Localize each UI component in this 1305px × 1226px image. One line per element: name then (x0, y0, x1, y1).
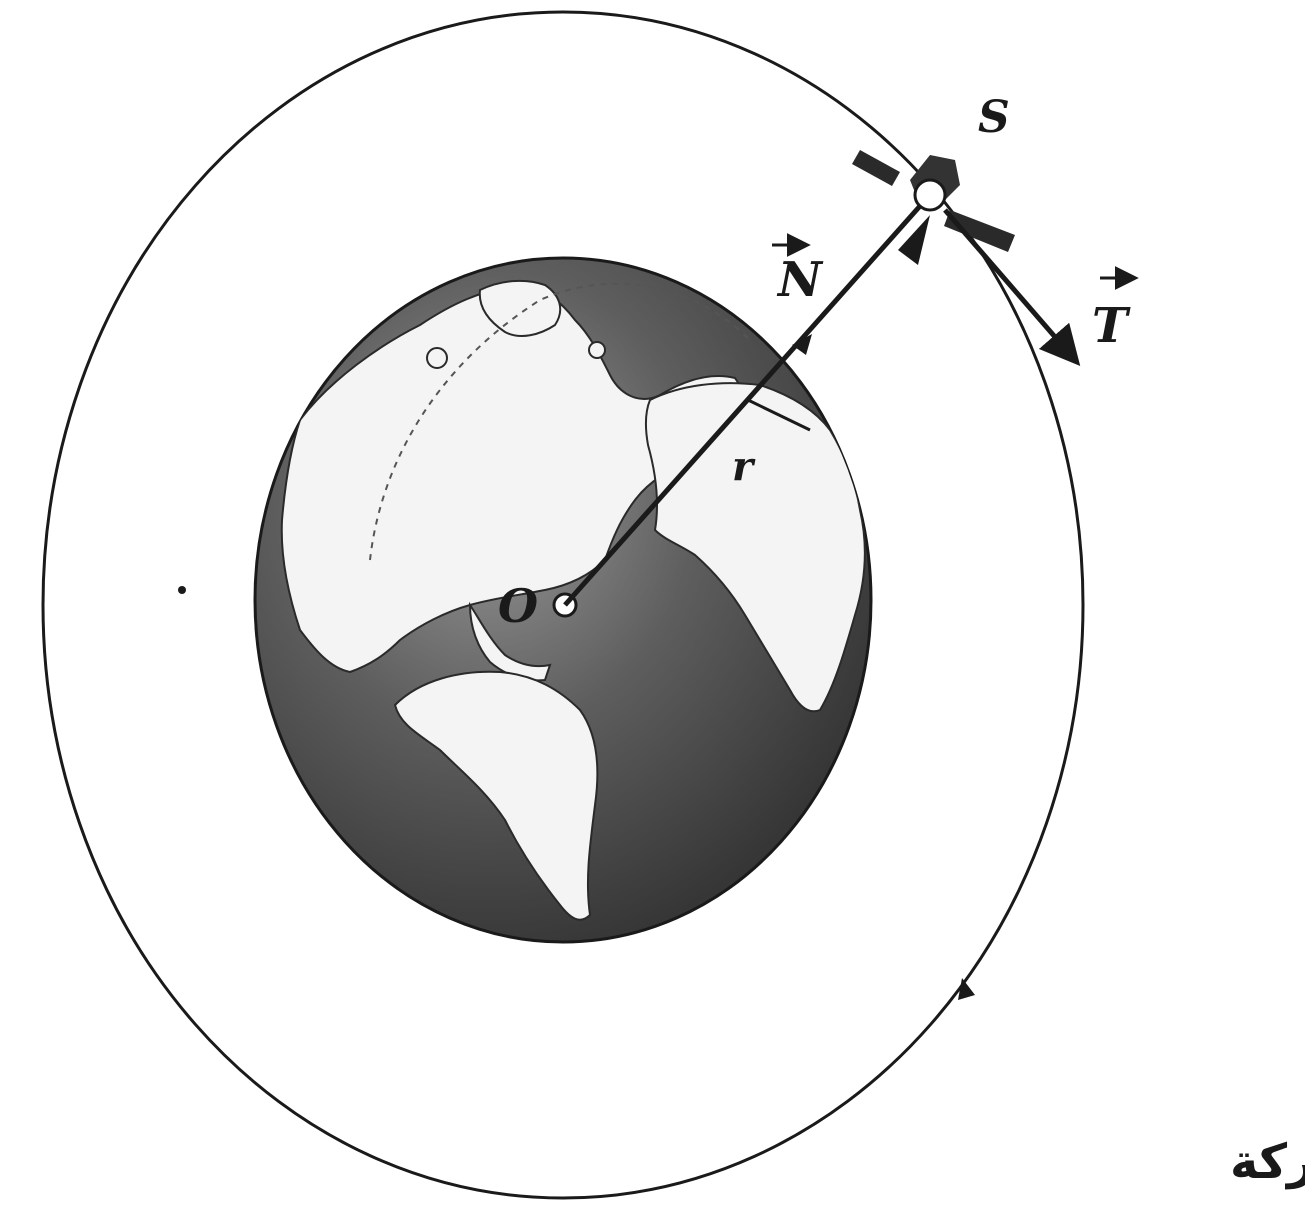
europe-africa-landmass (644, 382, 866, 713)
center-label: O (498, 579, 538, 633)
radius-arrow (792, 334, 812, 355)
island-marker (426, 347, 448, 369)
greenland-landmass (478, 279, 562, 337)
tangent-vector-label: T (1092, 298, 1131, 354)
island-marker (588, 341, 606, 359)
normal-vector-arrow (898, 215, 930, 265)
radius-tick (747, 398, 811, 432)
normal-vector-label: N (776, 252, 824, 308)
reference-dot (178, 586, 186, 594)
earth-globe (253, 256, 873, 944)
central-america-landmass (468, 601, 552, 682)
radius-label: r (732, 443, 756, 490)
orbit-path (41, 10, 1085, 1200)
satellite-label: S (978, 92, 1010, 143)
tangent-vector-line (943, 208, 1081, 367)
south-america-landmass (393, 670, 599, 921)
orbit-direction-arrow (958, 978, 975, 1000)
satellite (852, 150, 1015, 252)
radius-line (563, 195, 930, 607)
direction-caption: ا اتجاه الحركة (1230, 1134, 1305, 1190)
